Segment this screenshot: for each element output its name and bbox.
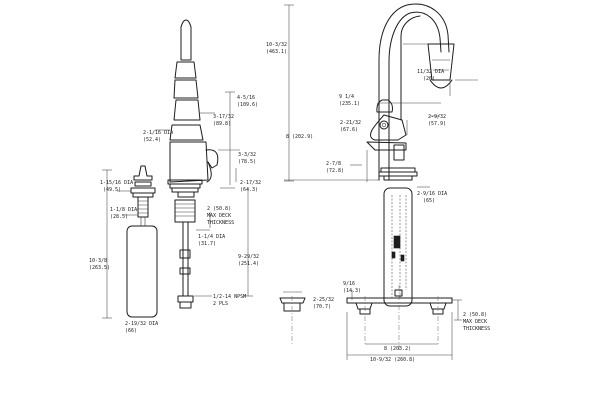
dim-plate-height-mm: (14.3) (343, 288, 361, 294)
dim-side-handle-mm: (78.5) (238, 159, 256, 165)
escutcheon-plate (346, 297, 453, 304)
dim-soap-height: 10-3/8 (89, 258, 107, 264)
dim-hole-spacing: 8 (203.2) (384, 346, 411, 352)
dim-npsm: 1/2-14 NPSM (213, 294, 246, 300)
dim-base-height: 2-7/8 (326, 161, 341, 167)
dim-plate-height: 9/16 (343, 281, 355, 287)
side-handle (205, 149, 219, 169)
dim-overall-height-mm: (463.1) (266, 49, 287, 55)
dim-handle-height-mm: (67.6) (340, 127, 358, 133)
dim-soap-head-dia: 1-15/16 DIA (100, 180, 133, 186)
dim-soap-head-dia-mm: (49.5) (103, 187, 121, 193)
dim-plate-deck: 2 (50.8) (463, 312, 487, 318)
dim-soap-bottle-dia-mm: (66) (125, 328, 137, 334)
side-view-dimension-lines (155, 91, 253, 297)
dim-reach: 9 1/4 (339, 94, 354, 100)
deck-plate-assembly (279, 285, 453, 350)
dim-base-dia-mm: (65) (423, 198, 435, 204)
dim-spray-dia-mm: (26) (423, 76, 435, 82)
dim-spray-dia: 11/32 DIA (417, 69, 444, 75)
deck-ring (380, 167, 416, 173)
dim-handle-height: 2-21/32 (340, 120, 361, 126)
dim-side-body-dia-mm: (52.4) (143, 137, 161, 143)
dim-side-upper: 4-5/16 (237, 95, 255, 101)
dim-deck-max: MAX DECK (207, 213, 231, 219)
soap-dimension-lines (102, 169, 138, 319)
dim-plate-width-mm: (70.7) (313, 304, 331, 310)
dim-overall-height: 10-3/32 (266, 42, 287, 48)
dim-deck-thickness: 2 (50.8) (207, 206, 231, 212)
dim-soap-neck-dia-mm: (28.5) (110, 214, 128, 220)
soap-bottle (126, 225, 158, 318)
dim-shank-dia-mm: (31.7) (198, 241, 216, 247)
dim-deck-thickness-label: THICKNESS (207, 220, 234, 226)
faucet-front-view (366, 3, 455, 307)
soap-pump-head (133, 165, 153, 181)
dim-side-neck: 3-17/32 (213, 114, 234, 120)
mounting-shank (174, 199, 196, 223)
dim-base-height-mm: (72.8) (326, 168, 344, 174)
faucet-body (169, 141, 209, 183)
dim-plate-overall: 10-9/32 (260.8) (370, 357, 415, 363)
dim-side-handle: 3-3/32 (238, 152, 256, 158)
dim-soap-height-mm: (263.5) (89, 265, 110, 271)
handle-knob (379, 120, 389, 130)
dim-reach-mm: (235.1) (339, 101, 360, 107)
front-view-dimension-lines (284, 4, 478, 188)
pull-down-hose-body (383, 187, 413, 307)
dim-base-dia: 2-9/16 DIA (417, 191, 447, 197)
dimension-labels: 10-3/32 (463.1) 11/32 DIA (26) 9 1/4 (23… (89, 42, 490, 363)
dim-soap-bottle-dia: 2-19/32 DIA (125, 321, 158, 327)
dim-plate-deck-max: MAX DECK (463, 319, 487, 325)
spray-head (427, 43, 455, 81)
spout-tip (180, 19, 192, 61)
dim-plate-width: 2-25/32 (313, 297, 334, 303)
dim-side-neck-mm: (89.8) (213, 121, 231, 127)
dim-side-body-dia: 2-1/16 DIA (143, 130, 173, 136)
dim-spout-height: 8 (202.9) (286, 134, 313, 140)
supply-connector (177, 295, 194, 303)
faucet-side-view (167, 19, 219, 309)
dim-side-upper-mm: (109.6) (237, 102, 258, 108)
soap-dispenser (126, 165, 158, 318)
dim-npsm-pls: 2 PLS (213, 301, 228, 307)
dim-side-total: 9-29/32 (238, 254, 259, 260)
dim-plate-deck-thickness: THICKNESS (463, 326, 490, 332)
dim-side-base-mm: (64.3) (240, 187, 258, 193)
dim-shank-dia: 1-1/4 DIA (198, 234, 225, 240)
handle-lever (370, 114, 407, 141)
deck-dimension-lines (283, 290, 462, 360)
dim-soap-neck-dia: 1-1/8 DIA (110, 207, 137, 213)
dim-side-total-mm: (251.4) (238, 261, 259, 267)
dim-side-base: 2-17/32 (240, 180, 261, 186)
dim-handle-depth: 2-9/32 (428, 114, 446, 120)
dim-handle-depth-mm: (57.9) (428, 121, 446, 127)
